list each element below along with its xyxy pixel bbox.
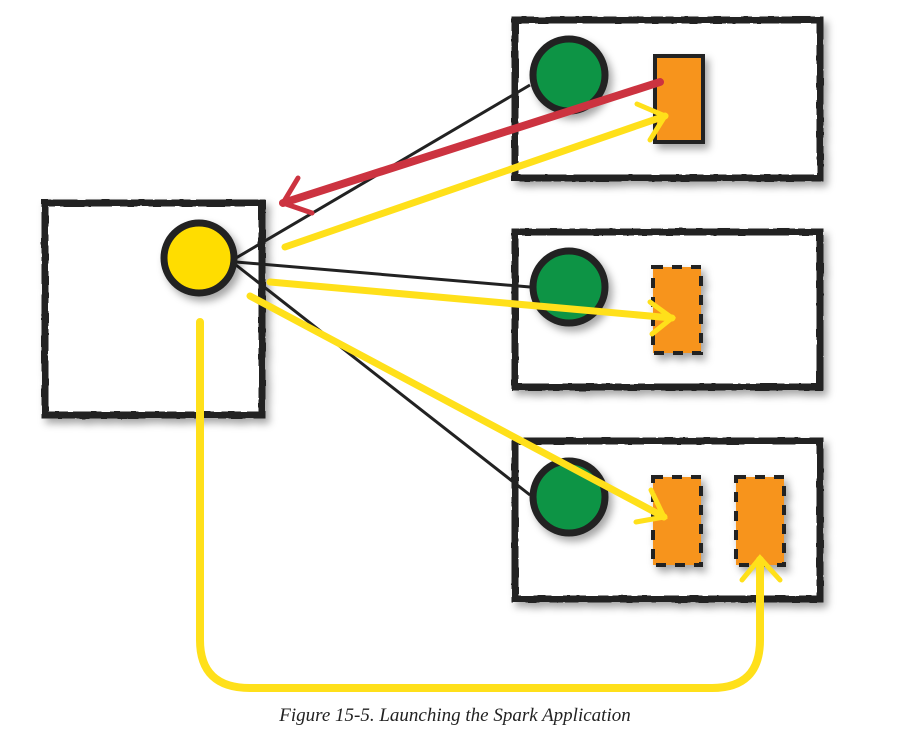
launch-arrow-4 bbox=[196, 318, 783, 692]
executor-3 bbox=[529, 457, 609, 537]
launch-arrows bbox=[196, 101, 783, 692]
driver-process bbox=[160, 219, 238, 297]
register-arrow bbox=[279, 78, 664, 216]
task-1-solid bbox=[653, 54, 705, 144]
task-3a-dashed bbox=[651, 475, 703, 567]
connection-line-3 bbox=[235, 263, 531, 497]
launch-arrow-3 bbox=[246, 292, 668, 525]
task-3b-dashed bbox=[734, 475, 786, 567]
launch-arrow-1 bbox=[281, 101, 669, 251]
launch-arrow-2 bbox=[266, 278, 677, 337]
spark-launch-diagram bbox=[41, 16, 824, 692]
connection-line-2 bbox=[235, 260, 531, 289]
figure-caption: Figure 15-5. Launching the Spark Applica… bbox=[279, 705, 631, 726]
register-arrowhead bbox=[279, 175, 315, 216]
